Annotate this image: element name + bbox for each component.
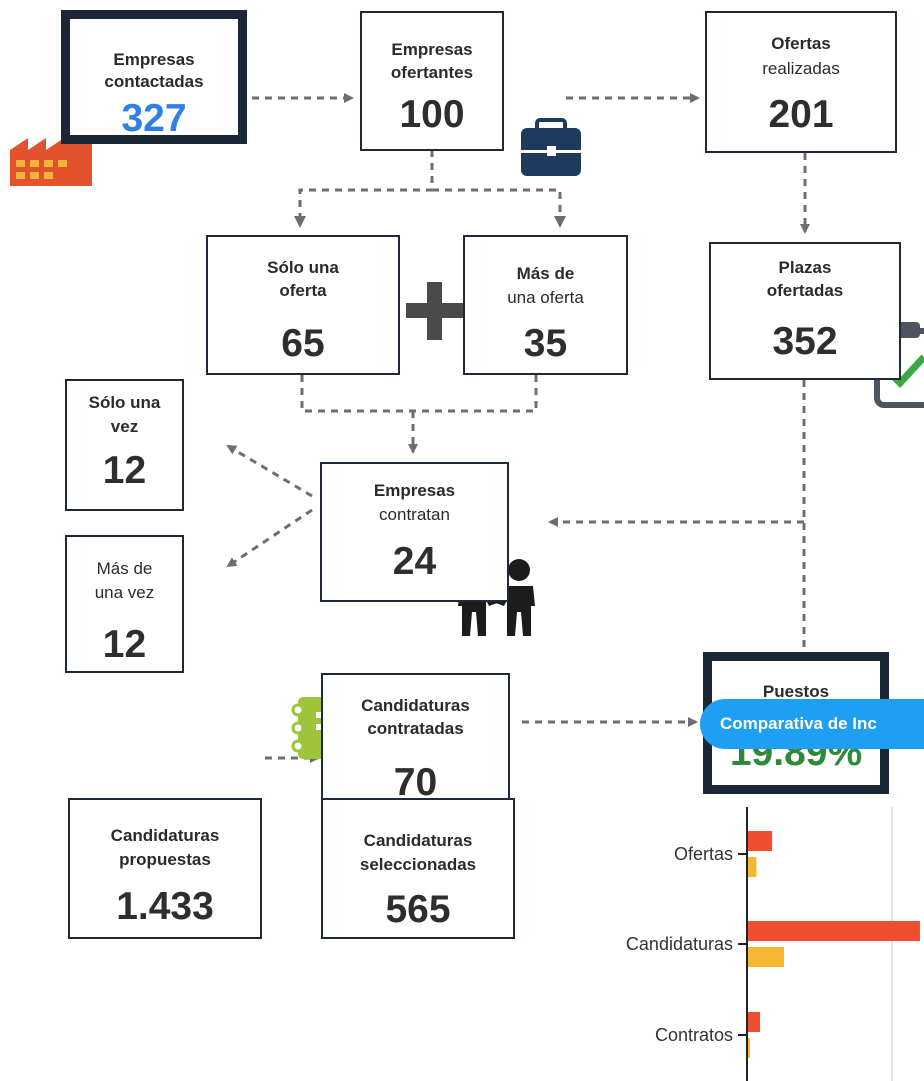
label-line2: una oferta <box>507 288 584 307</box>
value-solo-una-vez: 12 <box>102 449 147 492</box>
box-mas-de-una-vez: Más de una vez 12 <box>65 535 184 673</box>
category-label: Contratos <box>655 1025 733 1045</box>
box-ofertas-realizadas: Ofertas realizadas 201 <box>705 11 897 153</box>
label-line1: Puestos <box>762 682 830 701</box>
box-empresas-contactadas: Empresas contactadas 327 <box>61 10 247 144</box>
label-line1: Sólo una <box>88 393 161 412</box>
value-mas-de-una-oferta: 35 <box>523 322 568 365</box>
label-line2: una vez <box>94 583 155 602</box>
bar <box>748 1012 760 1032</box>
bar <box>748 831 773 851</box>
label-line1: Sólo una <box>267 258 339 277</box>
box-solo-una-vez: Sólo una vez 12 <box>65 379 184 511</box>
category-label: Ofertas <box>674 844 733 864</box>
split-ofertantes-right <box>432 188 562 222</box>
value-candidaturas-seleccionadas: 565 <box>385 888 451 931</box>
bar <box>748 857 757 877</box>
label-line1: Empresas <box>373 481 456 500</box>
label-line2: contactadas <box>104 72 204 91</box>
bar <box>748 1038 750 1058</box>
label-line1: Empresas <box>391 40 473 59</box>
label-line2: seleccionadas <box>359 855 477 874</box>
box-candidaturas-contratadas: Candidaturas contratadas 70 <box>321 673 510 813</box>
arrow-contratan-solo-vez <box>226 444 313 498</box>
label-line2: contratadas <box>367 719 464 738</box>
label-line1: Candidaturas <box>361 696 470 715</box>
briefcase-icon <box>521 118 581 176</box>
join-oferta-boxes <box>300 375 538 413</box>
value-candidaturas-contratadas: 70 <box>393 761 438 804</box>
plus-icon <box>406 282 464 340</box>
label-line1: Candidaturas <box>110 826 220 845</box>
value-empresas-contactadas: 327 <box>121 97 187 140</box>
label-line1: Más de <box>516 264 575 283</box>
value-empresas-ofertantes: 100 <box>399 93 465 136</box>
value-candidaturas-propuestas: 1.433 <box>116 885 214 928</box>
label-line1: Empresas <box>113 50 195 69</box>
label-line2: propuestas <box>119 850 211 869</box>
bar <box>748 947 784 967</box>
comparison-title-pill: Comparativa de Inc <box>700 699 924 749</box>
label-line1: Plazas <box>778 258 832 277</box>
box-empresas-contratan: Empresas contratan 24 <box>320 462 509 602</box>
label-line2: ofertantes <box>390 63 474 82</box>
value-solo-una-oferta: 65 <box>281 322 325 365</box>
label-line2: ofertadas <box>766 281 844 300</box>
category-label: Candidaturas <box>626 934 733 954</box>
box-mas-de-una-oferta: Más de una oferta 35 <box>463 235 628 375</box>
value-plazas-ofertadas: 352 <box>772 320 838 363</box>
arrow-contratan-mas-vez <box>226 508 313 568</box>
box-plazas-ofertadas: Plazas ofertadas 352 <box>709 242 901 380</box>
label-line1: Más de <box>96 559 153 578</box>
box-candidaturas-propuestas: Candidaturas propuestas 1.433 <box>68 798 262 939</box>
bar <box>748 921 920 941</box>
label-line1: Ofertas <box>771 34 831 53</box>
label-line2: vez <box>110 417 139 436</box>
label-line1: Candidaturas <box>363 831 473 850</box>
comparison-title: Comparativa de Inc <box>720 714 877 733</box>
split-ofertantes <box>298 150 434 222</box>
box-candidaturas-seleccionadas: Candidaturas seleccionadas 565 <box>321 798 515 939</box>
value-ofertas-realizadas: 201 <box>768 93 834 136</box>
box-empresas-ofertantes: Empresas ofertantes 100 <box>360 11 504 151</box>
value-mas-de-una-vez: 12 <box>102 623 147 666</box>
value-empresas-contratan: 24 <box>392 540 437 583</box>
label-line2: realizadas <box>762 59 840 78</box>
box-solo-una-oferta: Sólo una oferta 65 <box>206 235 400 375</box>
label-line2: oferta <box>279 281 327 300</box>
label-line2: contratan <box>379 505 450 524</box>
